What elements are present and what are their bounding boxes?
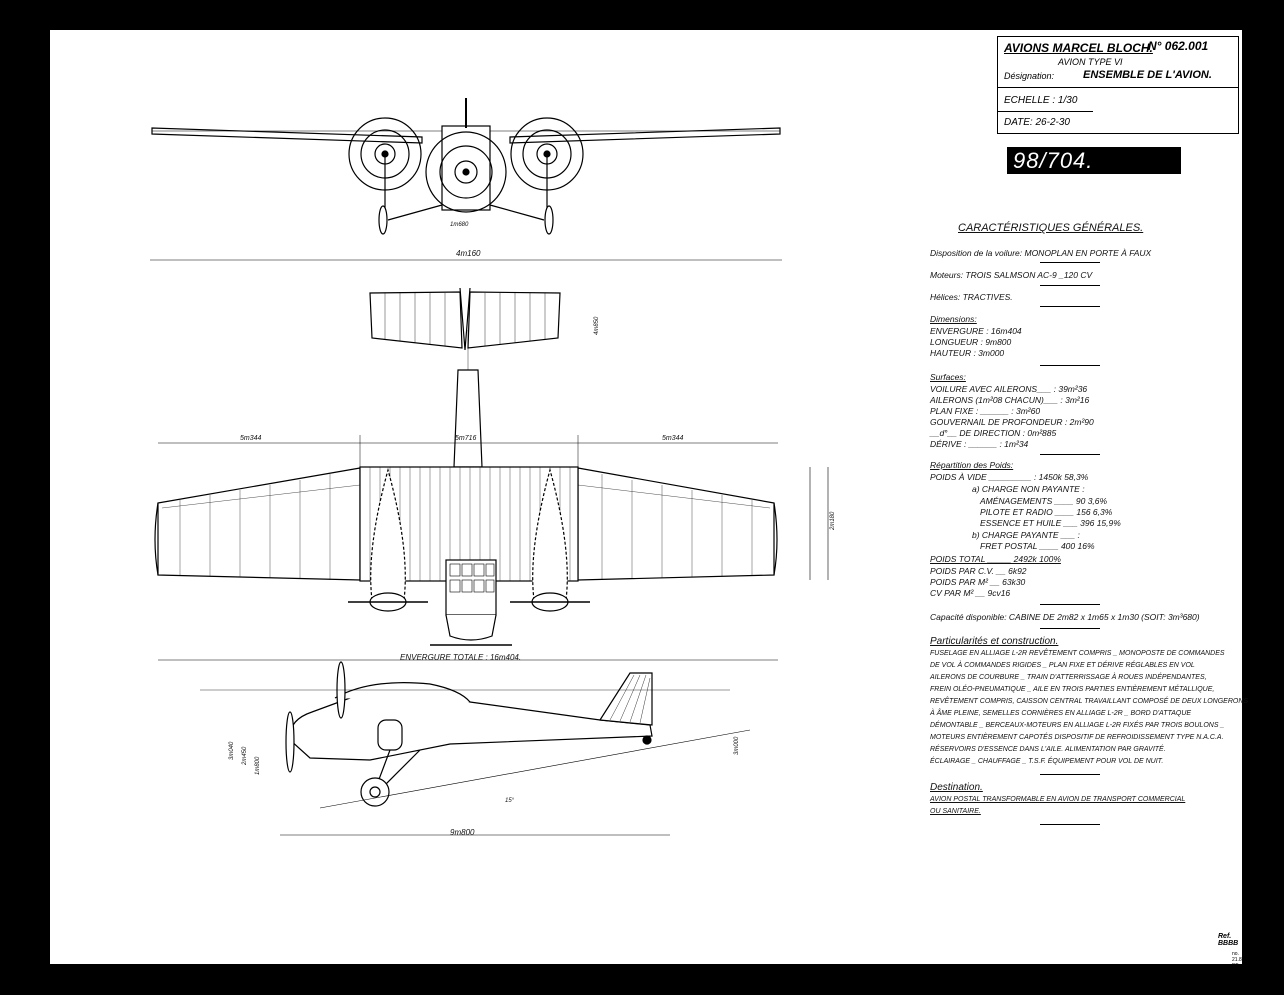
archive-stamp: Ref. BBBB: [1218, 933, 1239, 947]
poids-heading: Répartition des Poids:: [930, 460, 1014, 470]
poids-3: PILOTE ET RADIO ____ 156 6,3%: [980, 507, 1113, 517]
part-7: MOTEURS ENTIÈREMENT CAPOTÉS DISPOSITIF D…: [930, 734, 1224, 741]
part-heading: Particularités et construction.: [930, 636, 1059, 647]
span-label: ENVERGURE TOTALE : 16m404.: [400, 653, 521, 662]
front-fuse-label: 1m680: [450, 222, 469, 228]
poids-6: FRET POSTAL ____ 400 16%: [980, 541, 1095, 551]
part-1: DE VOL À COMMANDES RIGIDES _ PLAN FIXE E…: [930, 662, 1195, 669]
dim-2: HAUTEUR : 3m000: [930, 348, 1005, 358]
airplane-drawing: 4m160 1m680: [150, 98, 836, 837]
center-dim: 5m716: [455, 435, 477, 442]
spec-moteurs: Moteurs: TROIS SALMSON AC-9 _120 CV: [930, 270, 1093, 280]
designation-label: Désignation:: [1004, 71, 1055, 81]
h2-dim: 2m450: [242, 746, 248, 766]
dest-1: OU SANITAIRE.: [930, 808, 981, 815]
poids-1: a) CHARGE NON PAYANTE :: [972, 484, 1085, 494]
part-0: FUSELAGE EN ALLIAGE L-2R REVÊTEMENT COMP…: [930, 650, 1225, 657]
capacite: Capacité disponible: CABINE DE 2m82 x 1m…: [930, 612, 1200, 622]
drawing-sheet: 4m160 1m680: [50, 30, 1248, 969]
dim-heading: Dimensions:: [930, 314, 977, 324]
part-2: AILERONS DE COURBURE _ TRAIN D'ATTERRISS…: [930, 674, 1207, 681]
poids-4: ESSENCE ET HUILE ___ 396 15,9%: [980, 518, 1121, 528]
side-view: 9m800 3m000 3m040 2m450 1m800 15°: [200, 661, 751, 837]
dest-0: AVION POSTAL TRANSFORMABLE EN AVION DE T…: [930, 796, 1186, 803]
date: DATE: 26-2-30: [1004, 117, 1070, 128]
reference-number: 98/704.: [1007, 147, 1181, 174]
drawing-number: N° 062.001: [1148, 39, 1209, 53]
height-dim: 3m000: [734, 736, 740, 755]
company-name: AVIONS MARCEL BLOCH.: [1004, 41, 1153, 55]
surf-4: __d°__ DE DIRECTION : 0m²885: [930, 428, 1057, 438]
wing-right-dim: 5m344: [662, 435, 684, 442]
poids-8: POIDS PAR C.V. __ 6k92: [930, 566, 1027, 576]
aircraft-type: AVION TYPE VI: [1058, 57, 1123, 67]
poids-0: POIDS À VIDE _________ : 1450k 58,3%: [930, 472, 1089, 482]
h3-dim: 1m800: [255, 756, 261, 775]
dim-0: ENVERGURE : 16m404: [930, 326, 1022, 336]
front-track-label: 4m160: [456, 249, 481, 258]
poids-2: AMÉNAGEMENTS ____ 90 3,6%: [980, 496, 1108, 506]
surf-heading: Surfaces:: [930, 372, 966, 382]
poids-7: POIDS TOTAL _____ 2492k 100%: [930, 554, 1061, 564]
spec-heading: CARACTÉRISTIQUES GÉNÉRALES.: [958, 222, 1144, 234]
part-8: RÉSERVOIRS D'ESSENCE DANS L'AILE. ALIMEN…: [930, 746, 1166, 753]
spec-voilure: Disposition de la voilure: MONOPLAN EN P…: [930, 248, 1152, 258]
poids-5: b) CHARGE PAYANTE ___ :: [972, 530, 1080, 540]
plan-view: 5m344 5m716 5m344 ENVERGURE TOTALE : 16m…: [154, 316, 836, 662]
part-3: FREIN OLÉO-PNEUMATIQUE _ AILE EN TROIS P…: [930, 686, 1215, 693]
surf-5: DÉRIVE : ______ : 1m²34: [930, 439, 1029, 449]
designation: ENSEMBLE DE L'AVION.: [1083, 69, 1212, 81]
poids-10: CV PAR M² __ 9cv16: [930, 588, 1011, 598]
tail-span-dim: 4m850: [594, 316, 600, 335]
part-4: REVÊTEMENT COMPRIS, CAISSON CENTRAL TRAV…: [930, 698, 1249, 705]
angle-label: 15°: [505, 798, 515, 804]
part-9: ÉCLAIRAGE _ CHAUFFAGE _ T.S.F. ÉQUIPEMEN…: [930, 758, 1164, 765]
wing-left-dim: 5m344: [240, 435, 262, 442]
poids-9: POIDS PAR M² __ 63k30: [930, 577, 1026, 587]
archive-stamp-2: no. 21.8 BB: [1232, 951, 1242, 969]
surf-0: VOILURE AVEC AILERONS___ : 39m²36: [930, 384, 1088, 394]
part-5: À ÂME PLEINE, SEMELLES CORNIÈRES EN ALLI…: [930, 710, 1192, 717]
spec-helices: Hélices: TRACTIVES.: [930, 292, 1013, 302]
h1-dim: 3m040: [229, 741, 235, 760]
length-dim: 9m800: [450, 828, 475, 837]
dim-1: LONGUEUR : 9m800: [930, 337, 1012, 347]
title-block: AVIONS MARCEL BLOCH. N° 062.001 AVION TY…: [997, 36, 1239, 134]
surf-3: GOUVERNAIL DE PROFONDEUR : 2m²90: [930, 417, 1094, 427]
front-view: 4m160 1m680: [150, 98, 782, 261]
chord-dim: 2m180: [830, 511, 836, 531]
surf-2: PLAN FIXE : ______ : 3m²60: [930, 406, 1041, 416]
dest-heading: Destination.: [930, 782, 983, 793]
scale: ECHELLE : 1/30: [1004, 95, 1078, 106]
surf-1: AILERONS (1m²08 CHACUN)___ : 3m²16: [930, 395, 1090, 405]
part-6: DÉMONTABLE _ BERCEAUX-MOTEURS EN ALLIAGE…: [930, 722, 1225, 729]
